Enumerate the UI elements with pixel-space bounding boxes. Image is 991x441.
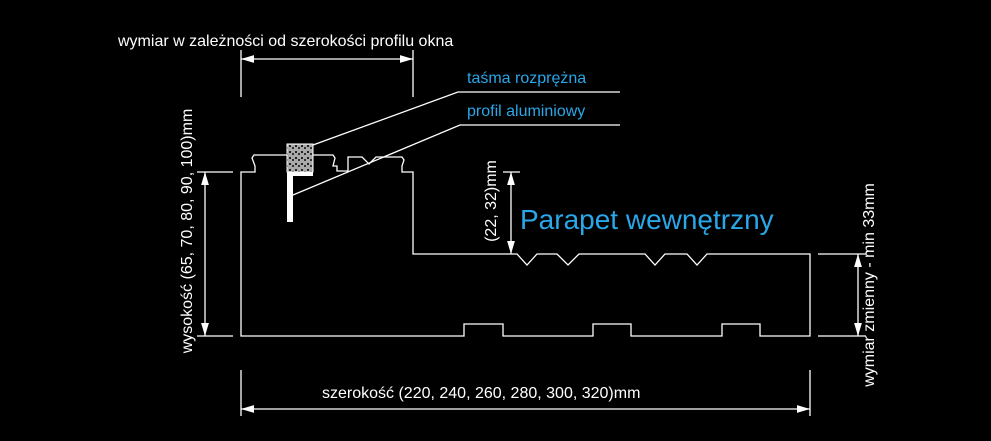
aluminium-profile-label: profil aluminiowy (467, 103, 586, 120)
left-dim-extensions (197, 171, 233, 337)
expansion-tape (286, 143, 314, 173)
tape-leader-line (312, 91, 620, 146)
height-left-label: wysokość (65, 70, 80, 90, 100)mm (179, 108, 196, 354)
tape-label: taśma rozprężna (467, 70, 587, 87)
aluminium-profile (287, 172, 313, 222)
variable-dimension-label: wymiar zmienny - min 33mm (861, 183, 878, 387)
top-dim-extensions (240, 50, 414, 97)
sill-profile-outline (240, 154, 811, 337)
top-dimension-label: wymiar w zależności od szerokości profil… (118, 33, 454, 50)
right-dim-extensions (818, 253, 866, 337)
width-bottom-label: szerokość (220, 240, 260, 280, 300, 320)… (322, 385, 641, 402)
drawing-title: Parapet wewnętrzny (520, 204, 774, 235)
step-height-label: (22, 32)mm (483, 160, 500, 242)
aluminium-leader-line (292, 124, 620, 196)
